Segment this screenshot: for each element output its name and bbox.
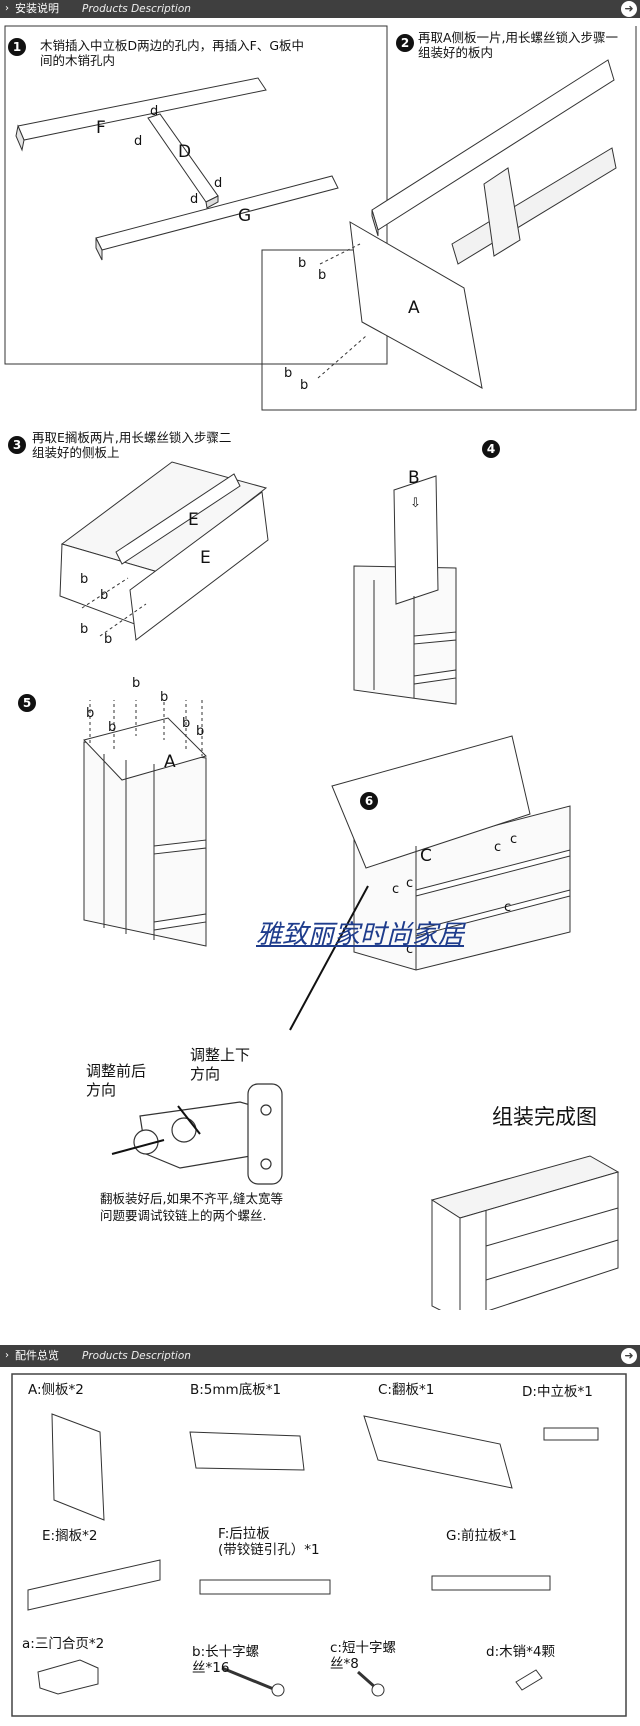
steps-5-6-diagram [83, 700, 571, 1031]
part-label: E [188, 510, 199, 530]
screw-label: b [196, 724, 205, 739]
screw-label: b [182, 716, 191, 731]
step-text: 再取A侧板一片,用长螺丝锁入步骤一组装好的板内 [418, 30, 619, 60]
watermark: 雅致丽家时尚家居 [256, 920, 465, 950]
screw-label: b [300, 378, 309, 393]
chevron-right-icon: › [5, 3, 9, 14]
section-header-install: › 安装说明 Products Description ➜ [0, 0, 640, 18]
section-title: 配件总览 [15, 1349, 59, 1362]
hinge-front-back-label: 调整前后方向 [86, 1062, 147, 1099]
screw-label: c [494, 840, 502, 855]
screw-label: b [100, 588, 109, 603]
screw-label: b [80, 572, 89, 587]
part-c-label: C:翻板*1 [378, 1382, 435, 1398]
part-label: B [408, 468, 420, 488]
step-number: 3 [8, 436, 26, 454]
screw-label: b [160, 690, 169, 705]
part-label: D [178, 142, 192, 162]
hinge-up-down-label: 调整上下方向 [190, 1046, 251, 1083]
part-label: E [200, 548, 211, 568]
screw-label: c [504, 900, 512, 915]
section-subtitle: Products Description [82, 3, 191, 15]
section-header-parts: › 配件总览 Products Description ➜ [0, 1345, 640, 1367]
screw-label: c [406, 876, 414, 891]
part-b-label: B:5mm底板*1 [190, 1382, 282, 1398]
down-arrow-icon: ⇩ [410, 496, 421, 511]
part-label: G [238, 206, 252, 226]
step-number: 1 [8, 38, 26, 56]
screw-label: b [132, 676, 141, 691]
part-label: A [408, 298, 420, 318]
screw-label: b [80, 622, 89, 637]
step-text: 木销插入中立板D两边的孔内，再插入F、G板中间的木销孔内 [40, 38, 305, 68]
step-text: 再取E搁板两片,用长螺丝锁入步骤二组装好的侧板上 [32, 430, 232, 460]
part-short-screw-label: c:短十字螺 丝*8 [330, 1640, 396, 1672]
part-d-label: D:中立板*1 [522, 1384, 593, 1400]
step-number: 4 [482, 440, 500, 458]
part-long-screw-label: b:长十字螺 丝*16 [192, 1644, 260, 1676]
chevron-right-icon: › [5, 1350, 9, 1361]
screw-label: b [318, 268, 327, 283]
part-hinge-label: a:三门合页*2 [22, 1636, 105, 1652]
dowel-label: d [134, 134, 143, 149]
part-label: F [96, 118, 106, 138]
part-a-label: A:侧板*2 [28, 1382, 84, 1398]
steps-1-2-diagram [4, 25, 637, 411]
screw-label: c [392, 882, 400, 897]
step-number: 6 [360, 792, 378, 810]
screw-label: b [284, 366, 293, 381]
step-number: 2 [396, 34, 414, 52]
section-title: 安装说明 [15, 2, 59, 15]
circle-arrow-right-icon[interactable]: ➜ [621, 1, 637, 17]
part-dowel-label: d:木销*4颗 [486, 1644, 555, 1660]
screw-label: b [104, 632, 113, 647]
screw-label: b [86, 706, 95, 721]
screw-label: c [406, 942, 414, 957]
steps-3-4-diagram [59, 461, 457, 705]
dowel-label: d [190, 192, 199, 207]
parts-overview-diagram [11, 1373, 627, 1717]
finished-title: 组装完成图 [492, 1105, 597, 1129]
part-e-label: E:搁板*2 [42, 1528, 98, 1544]
part-label: C [420, 846, 432, 866]
screw-label: b [298, 256, 307, 271]
hinge-note: 翻板装好后,如果不齐平,缝太宽等问题要调试铰链上的两个螺丝. [100, 1191, 283, 1223]
screw-label: b [108, 720, 117, 735]
part-g-label: G:前拉板*1 [446, 1528, 517, 1544]
part-label: A [164, 752, 176, 772]
step-number: 5 [18, 694, 36, 712]
screw-label: c [510, 832, 518, 847]
section-subtitle: Products Description [82, 1350, 191, 1362]
hinge-adjust-diagram [111, 1083, 283, 1185]
dowel-label: d [150, 104, 159, 119]
circle-arrow-right-icon[interactable]: ➜ [621, 1348, 637, 1364]
dowel-label: d [214, 176, 223, 191]
part-f-label: F:后拉板 (带铰链引孔）*1 [218, 1526, 320, 1558]
finished-unit-diagram [430, 1155, 620, 1310]
